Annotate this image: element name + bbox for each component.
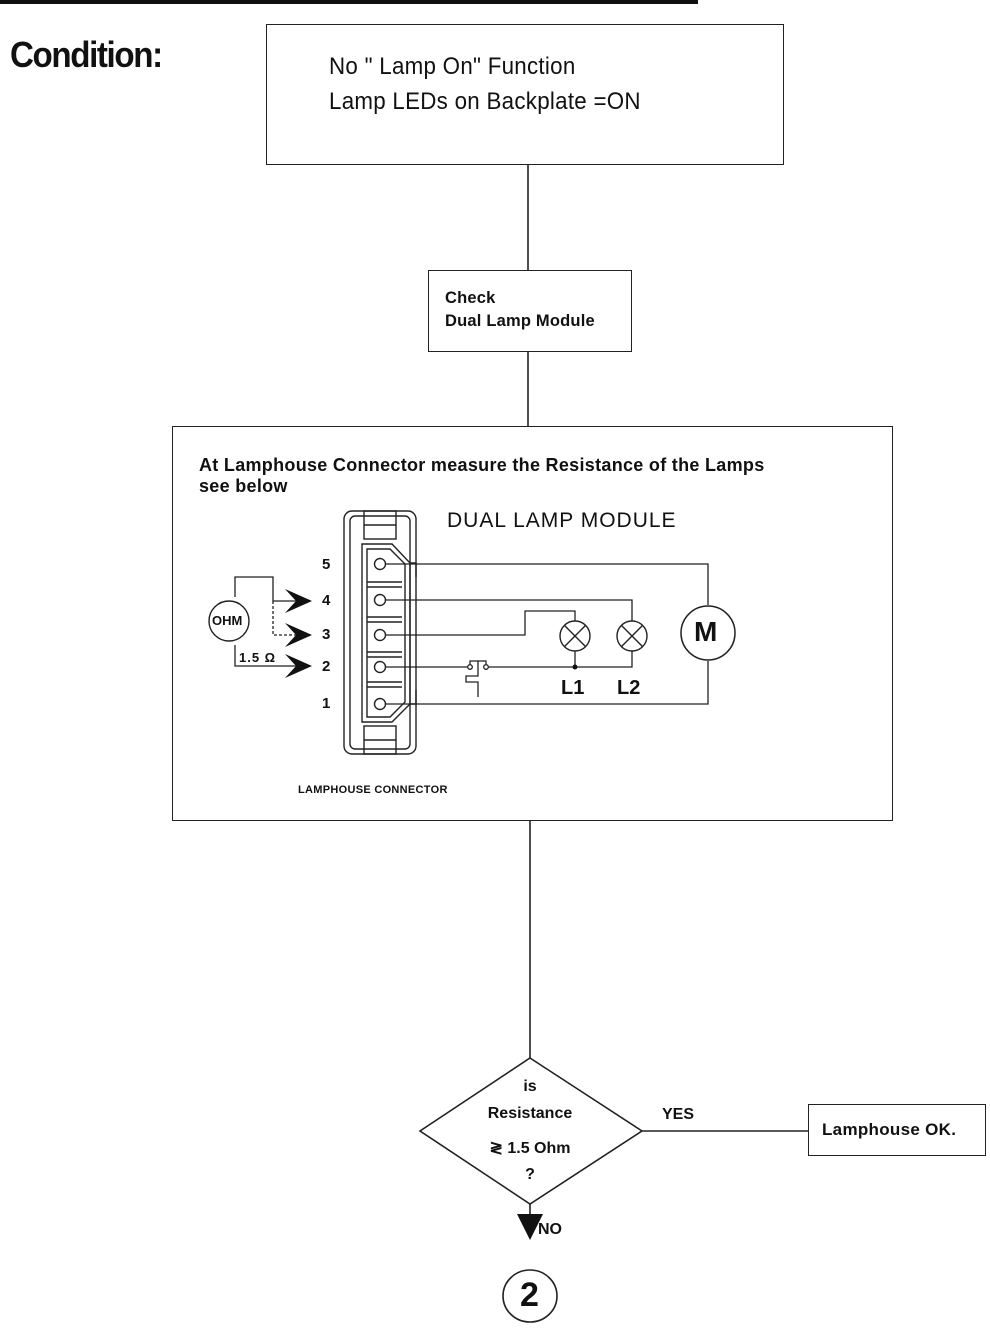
lamphouse-connector-icon	[343, 510, 417, 755]
pin-label-3: 3	[322, 626, 331, 643]
wire-switch-lamps	[487, 650, 633, 668]
measure-step-box: At Lamphouse Connector measure the Resis…	[172, 426, 893, 821]
top-rule	[0, 0, 698, 4]
probe-arrow-pin3-icon	[285, 623, 312, 647]
ohm-meter-icon	[208, 600, 250, 642]
condition-box: No " Lamp On" Function Lamp LEDs on Back…	[266, 24, 784, 165]
pin-label-1: 1	[322, 695, 331, 712]
decision-line-1: is	[523, 1078, 537, 1095]
condition-heading: Condition:	[10, 34, 163, 75]
resistance-value-label: 1.5 Ω	[239, 650, 277, 665]
pin-3-contact	[373, 628, 387, 642]
check-step-box: Check Dual Lamp Module	[428, 270, 632, 352]
pin-2-contact	[373, 660, 387, 674]
decision-line-3: ≷ 1.5 Ohm	[489, 1140, 571, 1157]
check-step-text: Check Dual Lamp Module	[445, 287, 595, 333]
motor-label: M	[694, 616, 718, 647]
module-title: DUAL LAMP MODULE	[447, 509, 677, 532]
condition-line-1: No " Lamp On" Function	[329, 53, 576, 80]
no-arrow-icon	[517, 1214, 543, 1240]
check-line-1: Check	[445, 289, 496, 307]
pin-1-contact	[373, 697, 387, 711]
lamp-label-l2: L2	[617, 677, 641, 699]
measure-instruction: At Lamphouse Connector measure the Resis…	[199, 455, 765, 497]
decision-diamond	[418, 1057, 644, 1205]
pin-4-contact	[373, 593, 387, 607]
wire-pin4-l2	[386, 599, 633, 621]
ohm-meter-probes	[234, 576, 300, 667]
junction-dot	[572, 664, 578, 670]
no-label: NO	[538, 1221, 562, 1238]
motor-icon	[680, 605, 736, 661]
wire-pin1-motor	[386, 661, 709, 705]
probe-arrow-pin4-icon	[285, 589, 312, 613]
offpage-connector-label: 2	[520, 1276, 539, 1314]
instruction-line-1: At Lamphouse Connector measure the Resis…	[199, 455, 765, 475]
pin-label-5: 5	[322, 556, 331, 573]
condition-line-2: Lamp LEDs on Backplate =ON	[329, 88, 641, 115]
connector-caption: LAMPHOUSE CONNECTOR	[298, 784, 448, 796]
instruction-line-2: see below	[199, 476, 288, 496]
pin-label-4: 4	[322, 592, 331, 609]
condition-text: No " Lamp On" Function Lamp LEDs on Back…	[329, 49, 641, 119]
pin-5-contact	[373, 557, 387, 571]
check-line-2: Dual Lamp Module	[445, 312, 595, 330]
wire-pin5-motor	[386, 563, 709, 605]
offpage-connector-circle	[502, 1269, 558, 1323]
thermal-switch-icon	[465, 660, 489, 697]
lamp-label-l1: L1	[561, 677, 585, 699]
probe-arrow-pin2-icon	[285, 654, 312, 678]
wire-pin3-l1	[386, 610, 576, 636]
lamp-l1-icon	[559, 620, 591, 652]
lamphouse-ok-box: Lamphouse OK.	[808, 1104, 986, 1156]
lamphouse-ok-text: Lamphouse OK.	[822, 1120, 957, 1139]
decision-line-2: Resistance	[487, 1105, 573, 1122]
lamp-l2-icon	[616, 620, 648, 652]
ohm-meter-label: OHM	[212, 613, 243, 628]
pin-label-2: 2	[322, 658, 331, 675]
decision-line-4: ?	[525, 1166, 535, 1183]
yes-label: YES	[662, 1106, 695, 1123]
